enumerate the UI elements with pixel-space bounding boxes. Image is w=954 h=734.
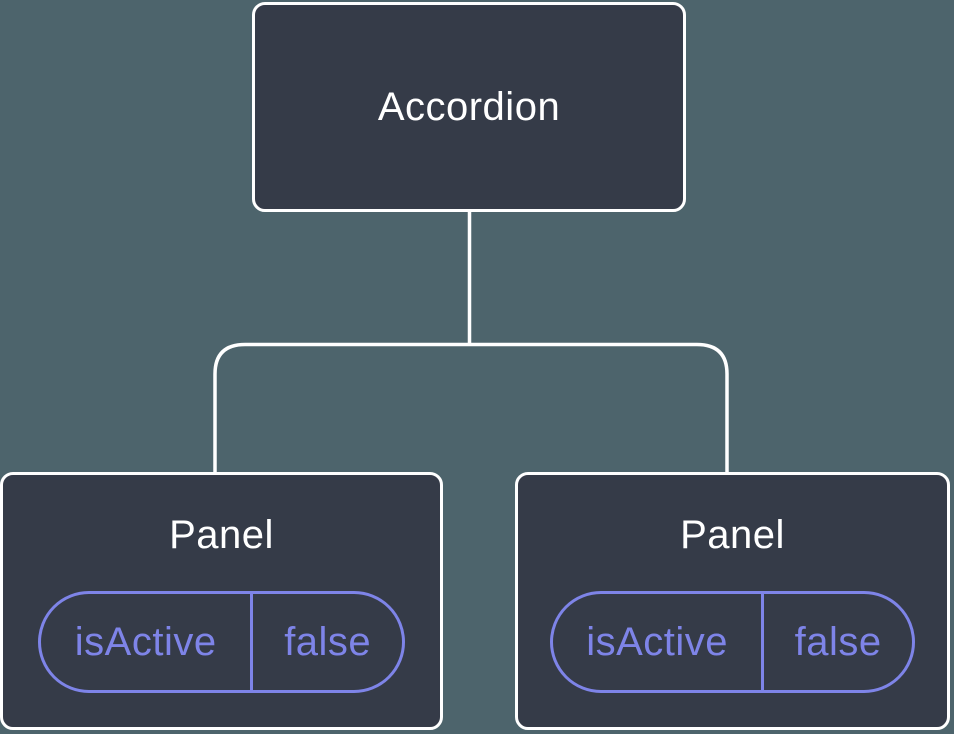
connector-branch bbox=[213, 342, 729, 473]
state-value-cell: false bbox=[794, 619, 882, 664]
state-value-cell: false bbox=[284, 619, 372, 664]
node-panel-left: Panel isActive false bbox=[0, 472, 443, 730]
accordion-label: Accordion bbox=[377, 85, 561, 129]
panel-label: Panel bbox=[169, 513, 274, 557]
state-key-cell: isActive bbox=[41, 594, 254, 690]
state-key-cell: isActive bbox=[553, 594, 765, 690]
state-pill: isActive false bbox=[38, 591, 405, 693]
panel-label: Panel bbox=[680, 513, 785, 557]
node-accordion: Accordion bbox=[252, 2, 686, 212]
state-pill: isActive false bbox=[550, 591, 915, 693]
node-panel-right: Panel isActive false bbox=[515, 472, 950, 730]
